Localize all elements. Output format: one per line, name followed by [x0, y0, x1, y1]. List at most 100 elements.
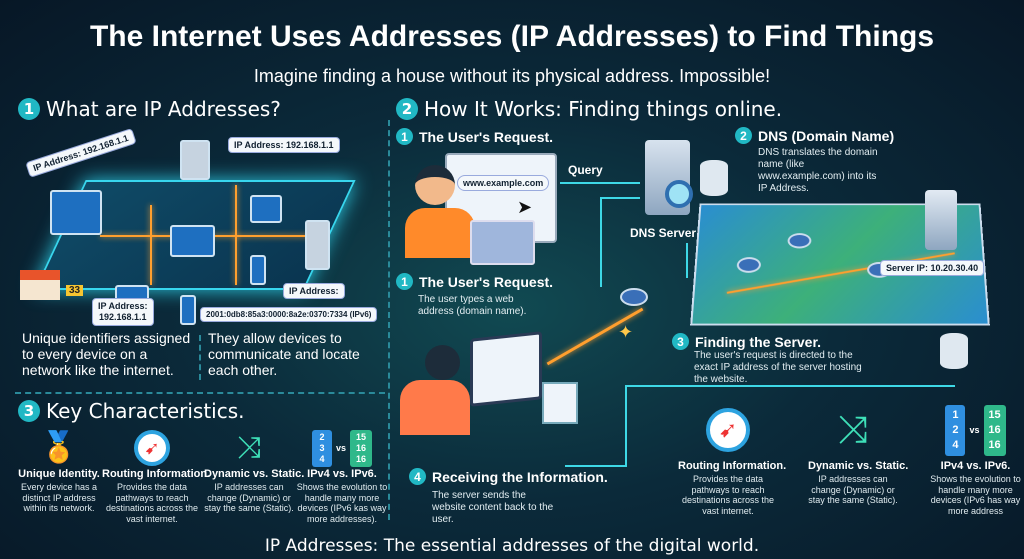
characteristic-title: Unique Identity.: [18, 468, 100, 480]
key-characteristics: 🏅 Unique Identity. Every device has a di…: [18, 428, 388, 524]
step4-desc: The server sends the website content bac…: [432, 490, 557, 526]
ipv6-address-label: 2001:0db8:85a3:0000:8a2e:0370:7334 (IPv6…: [200, 307, 377, 322]
return-arrow: [600, 197, 602, 287]
characteristic-desc: IP addresses can change (Dynamic) or sta…: [808, 474, 898, 506]
house-icon: [20, 270, 60, 300]
column-divider: [388, 120, 390, 520]
ipv4-phone: 124: [945, 405, 965, 456]
router-icon: [736, 257, 761, 273]
compass-icon: ➹: [102, 428, 202, 468]
network-link: [150, 205, 152, 285]
section-divider: [15, 392, 385, 394]
router-icon: [620, 288, 648, 306]
database-icon: [940, 333, 968, 369]
section-number: 3: [18, 400, 40, 422]
step-number: 3: [672, 333, 689, 350]
ip-address-label: IP Address: 192.168.1.1: [228, 137, 340, 153]
network-illustration: 33 IP Address: 192.168.1.1 IP Address: 1…: [0, 125, 385, 325]
server-ip-label: Server IP: 10.20.30.40: [880, 260, 984, 276]
section-title: What are IP Addresses?: [46, 97, 281, 121]
cursor-icon: ➤: [517, 197, 532, 218]
section-title: How It Works: Finding things online.: [424, 97, 782, 121]
url-bar: www.example.com: [457, 175, 549, 191]
phone-icon: [180, 295, 196, 325]
characteristic-desc: Provides the data pathways to reach dest…: [102, 482, 202, 524]
step-title: The User's Request.: [419, 274, 553, 290]
house-number: 33: [66, 285, 83, 296]
digit: 16: [350, 443, 372, 454]
phone-icon: [250, 255, 266, 285]
section-number: 1: [18, 98, 40, 120]
step-title: Receiving the Information.: [432, 469, 608, 485]
characteristic-title: Routing Information.: [102, 468, 202, 480]
characteristic-dynamic-static: ⤨ Dynamic vs. Static. IP addresses can c…: [808, 400, 898, 516]
characteristic-routing: ➹ Routing Information. Provides the data…: [678, 400, 778, 516]
query-arrow: [560, 182, 640, 184]
section2-heading: 2 How It Works: Finding things online.: [396, 97, 782, 121]
dns-server-label: DNS Server: [630, 226, 696, 240]
desktop-icon: [50, 190, 102, 235]
tower-server-icon: [305, 220, 330, 270]
digit: 16: [984, 423, 1006, 438]
ip-address-label: IP Address:: [283, 283, 345, 299]
badge-globe-icon: 🏅: [18, 428, 100, 468]
characteristic-desc: Provides the data pathways to reach dest…: [678, 474, 778, 516]
ipv4-vs-ipv6-icon: 234 vs 151616: [296, 428, 388, 468]
characteristic-dynamic-static: ⤨ Dynamic vs. Static. IP addresses can c…: [204, 428, 294, 524]
step2-heading: 2 DNS (Domain Name): [735, 127, 894, 144]
step-title: DNS (Domain Name): [758, 128, 894, 144]
footer-caption: IP Addresses: The essential addresses of…: [0, 536, 1024, 556]
magnifier-icon: [665, 180, 693, 208]
characteristic-routing: ➹ Routing Information. Provides the data…: [102, 428, 202, 524]
tag-line: IP Address:: [98, 301, 148, 311]
step-number: 2: [735, 127, 752, 144]
characteristic-ipv4-ipv6: 124 vs 151616 IPv4 vs. IPv6. Shows the e…: [928, 400, 1023, 516]
subtitle: Imagine finding a house without its phys…: [0, 66, 1024, 87]
characteristic-desc: Shows the evolution to handle many more …: [928, 474, 1023, 516]
section-number: 2: [396, 98, 418, 120]
digit: 4: [312, 454, 332, 465]
digit: 16: [984, 438, 1006, 453]
laptop-icon: [170, 225, 215, 257]
step-number: 4: [409, 468, 426, 485]
ipv6-phone: 151616: [350, 430, 372, 467]
step3-heading: 3Finding the Server.: [672, 333, 821, 350]
user-body: [405, 208, 475, 258]
step1b-heading: 1 The User's Request.: [396, 273, 553, 290]
webpage-icon: [542, 382, 578, 424]
step-title: The User's Request.: [419, 129, 553, 145]
user-avatar: [415, 165, 455, 205]
characteristic-title: IPv4 vs. IPv6.: [928, 460, 1023, 472]
laptop-icon: [470, 220, 535, 265]
step-number: 1: [396, 273, 413, 290]
digit: 2: [945, 423, 965, 438]
user-avatar: [425, 345, 460, 380]
digit: 15: [984, 408, 1006, 423]
dns-arrow: [686, 243, 688, 278]
section-title: Key Characteristics.: [46, 399, 245, 423]
page-title: The Internet Uses Addresses (IP Addresse…: [0, 20, 1024, 54]
ip-address-label: IP Address: 192.168.1.1: [25, 128, 136, 178]
step1-heading: 1 The User's Request.: [396, 128, 553, 145]
step-number: 1: [396, 128, 413, 145]
characteristic-title: Routing Information.: [678, 460, 778, 472]
network-link: [235, 185, 237, 285]
response-arrow: [565, 465, 627, 467]
divider: [199, 335, 201, 380]
characteristic-title: Dynamic vs. Static.: [204, 468, 294, 480]
step1b-desc: The user types a web address (domain nam…: [418, 294, 548, 318]
laptop-screen: [470, 331, 542, 407]
response-arrow: [625, 385, 955, 387]
query-label: Query: [568, 163, 603, 177]
characteristic-desc: IP addresses can change (Dynamic) or sta…: [204, 482, 294, 514]
right-characteristics: ➹ Routing Information. Provides the data…: [678, 400, 1023, 516]
ip-purpose-text: They allow devices to communicate and lo…: [208, 330, 386, 378]
ipv4-phone: 234: [312, 430, 332, 467]
digit: 15: [350, 432, 372, 443]
step2-desc: DNS translates the domain name (like www…: [758, 147, 883, 195]
digit: 1: [945, 408, 965, 423]
response-arrow: [625, 385, 627, 465]
router-icon: [787, 233, 811, 248]
server-icon: [180, 140, 210, 180]
vs-label: vs: [969, 425, 979, 435]
